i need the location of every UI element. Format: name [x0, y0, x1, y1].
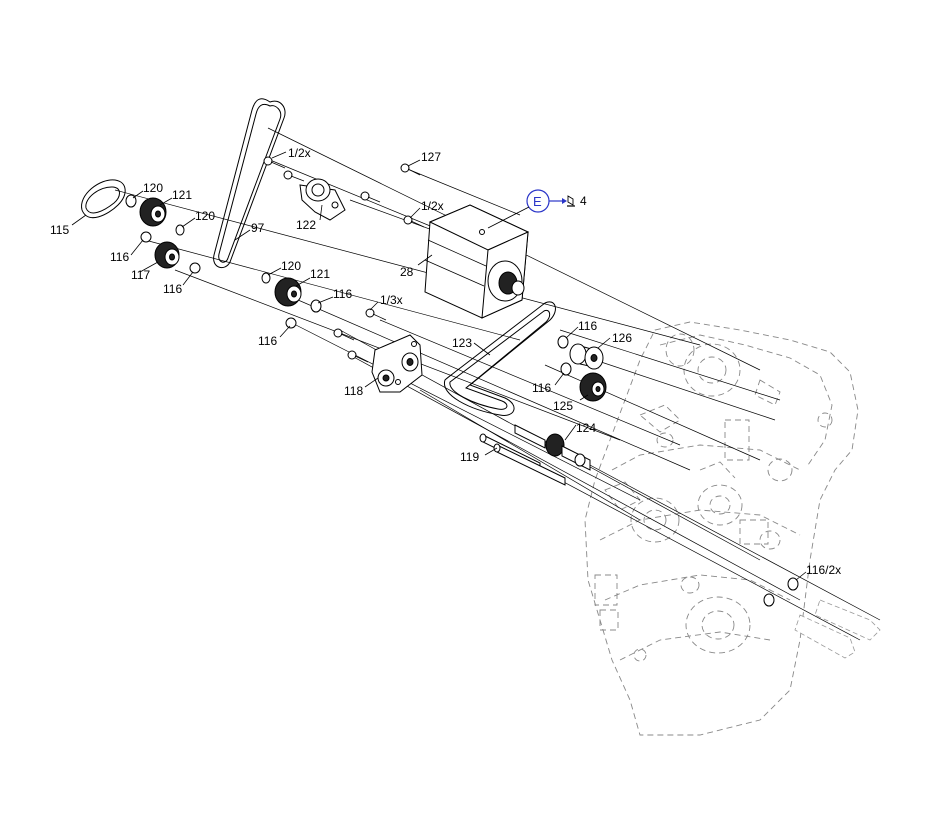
label-28: 28: [400, 265, 414, 279]
label-116-b: 116: [163, 282, 182, 296]
label-121-a: 121: [172, 188, 192, 202]
label-1-3x: 1/3x: [380, 293, 403, 307]
belt-123[interactable]: [444, 301, 556, 416]
screw-1-3x-c[interactable]: [347, 350, 369, 363]
label-125: 125: [553, 399, 573, 413]
label-124: 124: [576, 421, 596, 435]
label-116-2x: 116/2x: [806, 563, 841, 577]
screw-1-3x-a[interactable]: [365, 308, 387, 321]
label-121-b: 121: [310, 267, 330, 281]
washer-116-2x-a[interactable]: [787, 577, 799, 591]
belt-115[interactable]: [81, 179, 126, 219]
washer-116-left[interactable]: [140, 231, 152, 243]
screw-1-2x-upper-b[interactable]: [283, 170, 305, 182]
washer-116-right[interactable]: [310, 299, 322, 313]
label-116-f: 116: [532, 381, 551, 395]
washer-116-2x-b[interactable]: [763, 593, 775, 607]
screw-1-2x-motor-a[interactable]: [360, 191, 381, 203]
washer-116-lower-left[interactable]: [285, 317, 297, 329]
label-117: 117: [131, 268, 150, 282]
label-120-c: 120: [281, 259, 301, 273]
label-120-b: 120: [195, 209, 215, 223]
label-119: 119: [460, 450, 479, 464]
label-97: 97: [251, 221, 265, 235]
bracket-118[interactable]: [371, 334, 423, 393]
label-1-2x-a: 1/2x: [288, 146, 311, 160]
label-123: 123: [452, 336, 472, 350]
label-126: 126: [612, 331, 632, 345]
belt-97[interactable]: [213, 98, 286, 269]
shaft-119[interactable]: [479, 433, 566, 486]
label-115: 115: [50, 223, 69, 237]
shaft-124[interactable]: [514, 424, 591, 471]
washer-120-upper-right[interactable]: [175, 224, 185, 236]
book-page-icon: [567, 195, 575, 207]
part-labels: 115 120 121 120 116 117 116 97 1/2x 122 …: [50, 146, 841, 577]
screw-127[interactable]: [400, 163, 421, 176]
washer-116-near-125[interactable]: [560, 362, 572, 376]
callout-letter: E: [533, 194, 542, 209]
assembly-axis-lines: [114, 127, 881, 641]
screw-1-2x-motor-b[interactable]: [403, 215, 425, 228]
tensioner-122[interactable]: [299, 178, 346, 221]
label-122: 122: [296, 218, 316, 232]
leader-lines: [71, 151, 807, 581]
label-116-a: 116: [110, 250, 129, 264]
label-118: 118: [344, 384, 363, 398]
pulley-121-upper[interactable]: [139, 197, 167, 227]
label-116-d: 116: [258, 334, 277, 348]
shaft-end-right: [794, 599, 881, 659]
gear-125[interactable]: [579, 372, 607, 402]
screw-1-2x-upper[interactable]: [263, 156, 286, 169]
label-127: 127: [421, 150, 441, 164]
washer-116-mid[interactable]: [189, 262, 201, 274]
label-116-c: 116: [333, 287, 352, 301]
label-1-2x-b: 1/2x: [421, 199, 444, 213]
pulley-117[interactable]: [154, 241, 180, 269]
roller-126[interactable]: [569, 343, 604, 370]
screw-1-3x-b[interactable]: [333, 328, 355, 341]
washer-116-near-126[interactable]: [557, 335, 569, 349]
callout-e[interactable]: E 4: [487, 189, 587, 229]
pulley-121-lower[interactable]: [274, 277, 302, 307]
washer-120-lower[interactable]: [261, 272, 271, 284]
machine-frame: [584, 321, 859, 736]
label-120-a: 120: [143, 181, 163, 195]
motor-28[interactable]: [424, 204, 530, 319]
callout-page-ref: 4: [580, 194, 587, 208]
label-116-e: 116: [578, 319, 597, 333]
